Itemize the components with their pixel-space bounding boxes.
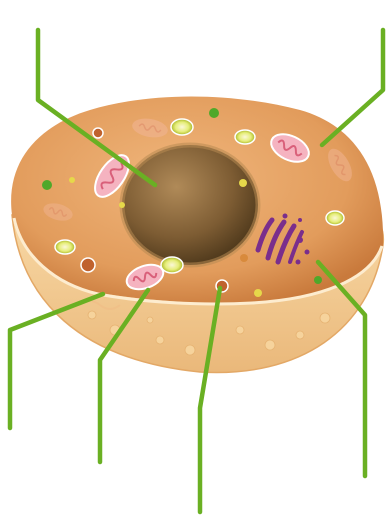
animal-cell-diagram <box>0 0 390 517</box>
